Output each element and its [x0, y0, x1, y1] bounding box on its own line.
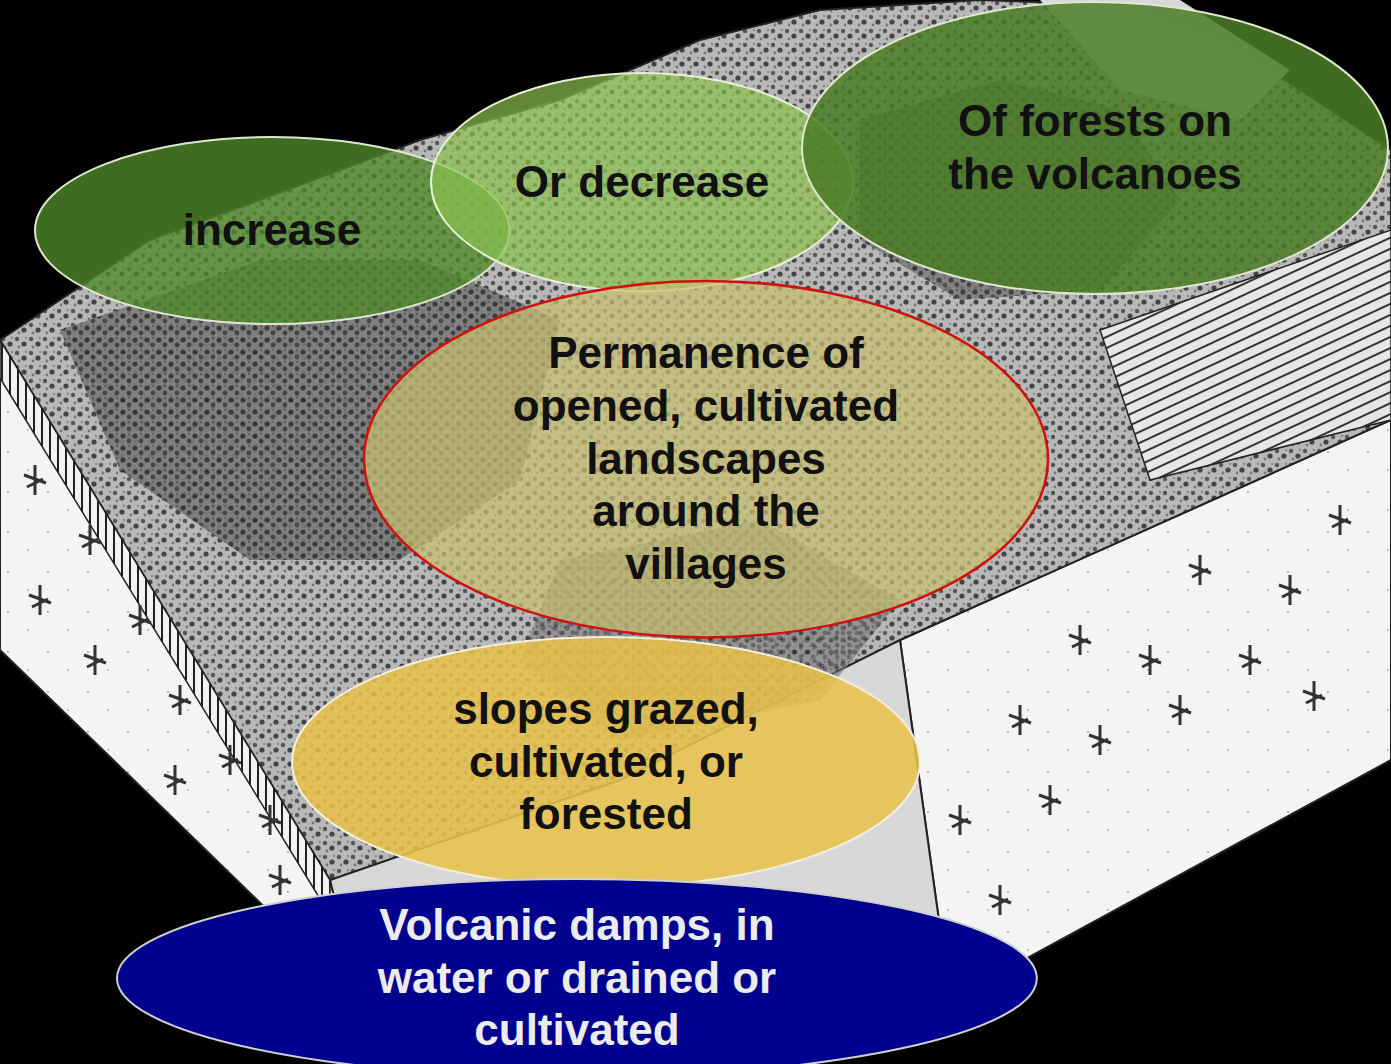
cross-symbol [259, 805, 281, 835]
cross-symbol [29, 585, 51, 615]
cross-symbol [1139, 645, 1161, 675]
cross-symbol [1189, 555, 1211, 585]
cross-symbol [1279, 575, 1301, 605]
ellipse-callout: Of forests on the volcanoes [800, 0, 1390, 296]
ellipse-shape [800, 0, 1390, 296]
cross-symbol [24, 465, 46, 495]
cross-symbol [1039, 785, 1061, 815]
cross-symbol [1239, 645, 1261, 675]
cross-symbol [989, 885, 1011, 915]
block-top-surface [0, 0, 1391, 880]
cross-symbol [1089, 725, 1111, 755]
ellipse-text-block: Or decrease [452, 156, 832, 209]
ellipse-label: Volcanic damps, in water or drained or c… [369, 899, 784, 1057]
ellipse-outline [292, 637, 920, 887]
cross-symbol [1329, 505, 1351, 535]
cross-symbol [1169, 695, 1191, 725]
ellipse-outline [802, 2, 1388, 294]
cross-symbol [169, 685, 191, 715]
cross-symbol [1069, 625, 1091, 655]
cross-symbol [84, 645, 106, 675]
cross-symbol [1303, 681, 1325, 711]
ellipse-outline [364, 281, 1048, 637]
ellipse-text-block: Volcanic damps, in water or drained or c… [369, 899, 784, 1057]
cross-symbol [1009, 705, 1031, 735]
ellipse-label: Permanence of opened, cultivated landsca… [508, 327, 903, 591]
ellipse-label: increase [62, 204, 482, 257]
cross-symbol [949, 805, 971, 835]
ellipse-label: Or decrease [452, 156, 832, 209]
ellipse-text-block: increase [62, 204, 482, 257]
ellipse-text-block: Permanence of opened, cultivated landsca… [508, 327, 903, 591]
cross-symbol [219, 745, 241, 775]
ellipse-label: slopes grazed, cultivated, or forested [446, 683, 766, 841]
ellipse-callout: Permanence of opened, cultivated landsca… [362, 279, 1050, 639]
ellipse-callout: Volcanic damps, in water or drained or c… [115, 877, 1039, 1064]
ellipse-outline [431, 73, 853, 291]
cross-symbol [164, 765, 186, 795]
ellipse-text-block: slopes grazed, cultivated, or forested [446, 683, 766, 841]
hatched-scarp [0, 340, 330, 915]
ellipse-text-block: Of forests on the volcanoes [945, 95, 1245, 201]
ellipse-label: Of forests on the volcanoes [945, 95, 1245, 201]
ellipse-outline [117, 879, 1037, 1064]
cross-symbol [79, 525, 101, 555]
cross-symbol [129, 605, 151, 635]
ellipse-callout: Or decrease [429, 71, 855, 293]
cross-symbol [269, 865, 291, 895]
ellipse-callout: slopes grazed, cultivated, or forested [290, 635, 922, 889]
